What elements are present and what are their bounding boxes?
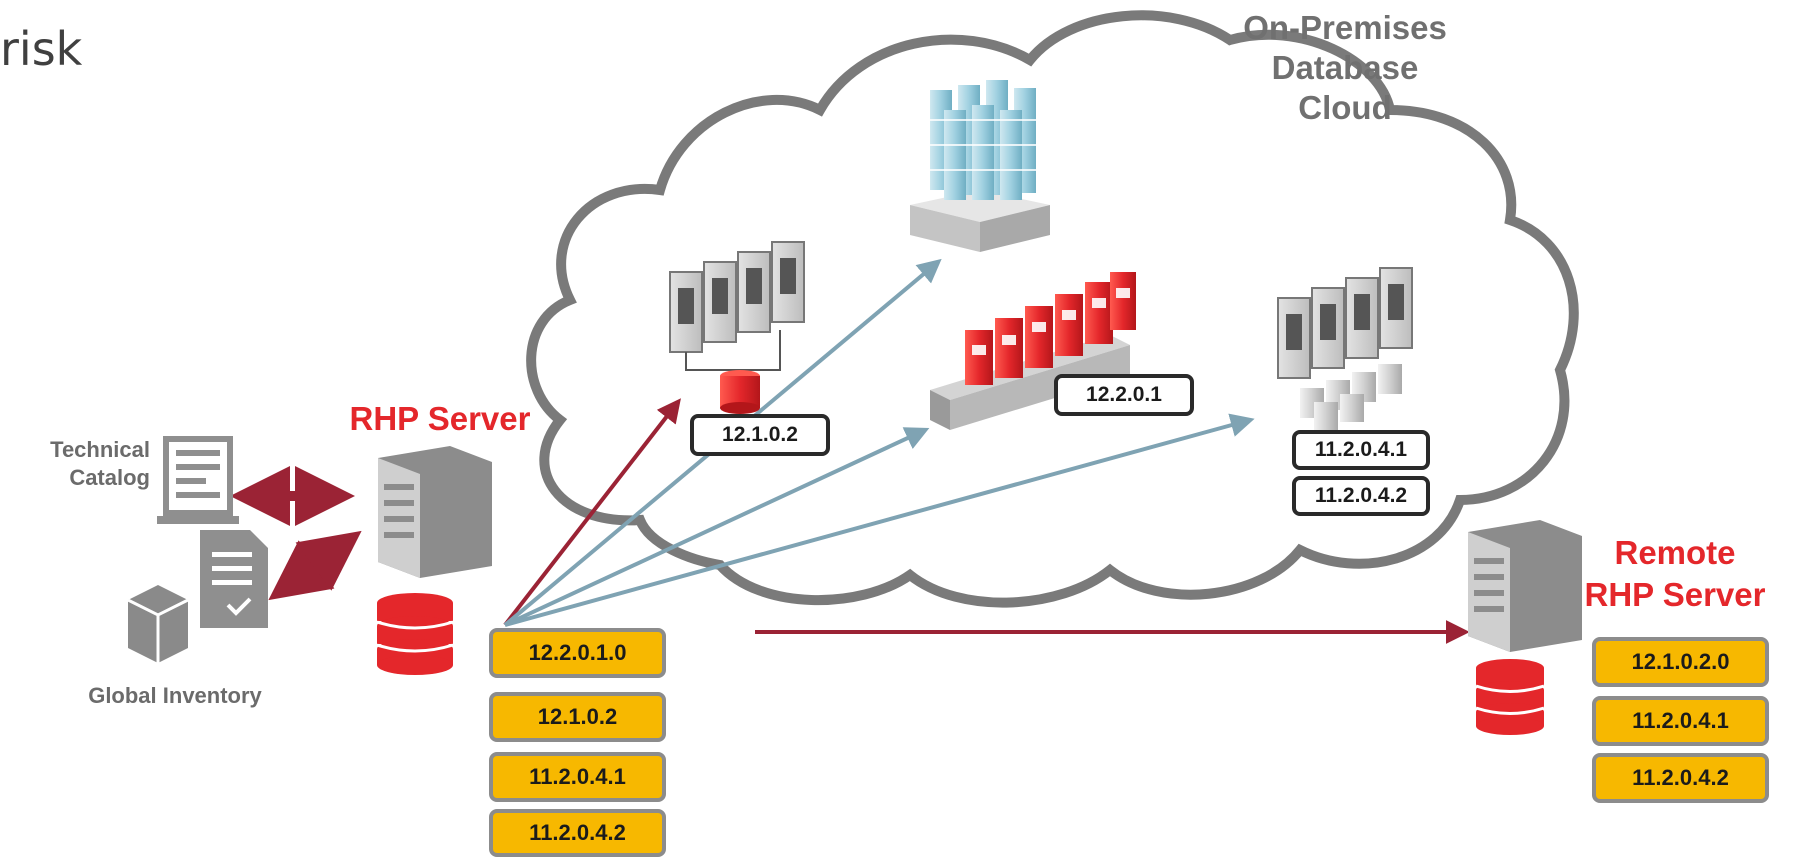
rhp-database-icon	[376, 593, 454, 675]
exadata-rack-icon	[930, 272, 1136, 430]
inventory-document-icon	[200, 530, 268, 628]
technical-catalog-label: Technical Catalog	[40, 436, 150, 492]
right-cluster-version-tag: 11.2.0.4.2	[1292, 476, 1430, 516]
arrow-inventory-rhp	[268, 530, 362, 601]
slide-title-fragment: risk	[0, 22, 83, 76]
technical-catalog-line1: Technical	[50, 437, 150, 462]
rhp-server-icon	[378, 446, 492, 578]
cloud-title-line1: On-Premises	[1243, 9, 1447, 46]
cloud-title-line2: Database Cloud	[1271, 49, 1419, 126]
technical-catalog-line2: Catalog	[69, 465, 150, 490]
technical-catalog-icon	[157, 436, 239, 524]
inventory-box-icon	[127, 585, 189, 663]
rhp-version-box: 11.2.0.4.1	[489, 752, 666, 802]
left-server-cluster-icon	[669, 241, 805, 414]
rhp-version-box: 12.1.0.2	[489, 692, 666, 742]
rhp-server-label: RHP Server	[349, 400, 531, 437]
remote-rhp-label-line1: Remote	[1614, 534, 1736, 571]
remote-rhp-version-box: 11.2.0.4.2	[1592, 753, 1769, 803]
global-inventory-label: Global Inventory	[88, 683, 262, 708]
cloud-title: On-Premises Database Cloud	[1230, 8, 1460, 128]
remote-rhp-server-label: Remote RHP Server	[1580, 532, 1770, 616]
exadata-version-tag: 12.2.0.1	[1054, 374, 1194, 416]
arrow-to-right-cluster	[504, 413, 1255, 627]
rhp-version-box: 11.2.0.4.2	[489, 809, 666, 857]
remote-rhp-version-box: 12.1.0.2.0	[1592, 637, 1769, 687]
left-cluster-version-tag: 12.1.0.2	[690, 414, 830, 456]
database-cloud-outline	[526, 10, 1579, 608]
arrow-to-exadata	[504, 427, 930, 627]
right-server-cluster-icon	[1277, 267, 1413, 430]
rhp-version-box: 12.2.0.1.0	[489, 628, 666, 678]
remote-rhp-database-icon	[1475, 659, 1545, 735]
remote-rhp-label-line2: RHP Server	[1584, 576, 1766, 613]
remote-rhp-version-box: 11.2.0.4.1	[1592, 696, 1769, 746]
remote-rhp-server-icon	[1468, 520, 1582, 652]
arrow-to-left-cluster	[503, 398, 681, 627]
storage-grid-icon	[910, 80, 1050, 252]
right-cluster-version-tag: 11.2.0.4.1	[1292, 430, 1430, 470]
